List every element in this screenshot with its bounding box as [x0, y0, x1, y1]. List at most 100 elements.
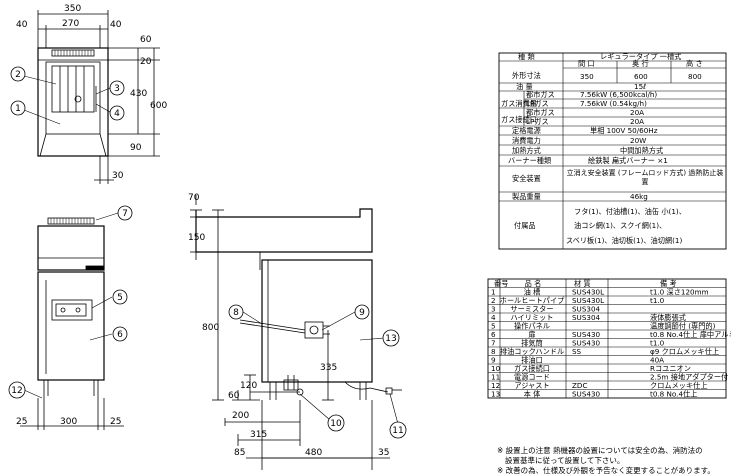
spec-gas-sub1: 都市ガス	[526, 90, 555, 99]
parts-row-12-col-3: クロムメッキ仕上	[650, 381, 708, 390]
balloon-4: 4	[109, 105, 125, 121]
spec-gas-label: ガス消費量	[501, 99, 537, 108]
svg-text:7: 7	[122, 209, 128, 219]
balloon-12: 12	[8, 381, 26, 399]
parts-row-10-col-3: Rコユニオン	[650, 364, 691, 373]
parts-row-1-col-3: t1.0 深さ120mm	[650, 288, 709, 297]
svg-text:2: 2	[15, 70, 21, 80]
top-plan-view	[37, 10, 160, 184]
parts-row-3-col-0: 3	[491, 305, 496, 314]
svg-text:5: 5	[117, 293, 123, 303]
parts-row-5-col-3: 温度調節付 (専門的)	[650, 322, 716, 331]
parts-row-9-col-3: 40A	[650, 356, 664, 365]
spec-gas-val2: 7.56kW (0.54kg/h)	[580, 99, 647, 108]
dim-side-90: 90	[130, 143, 142, 153]
parts-row-12-col-0: 12	[491, 381, 500, 390]
balloon-2: 2	[10, 66, 26, 82]
dim-h-60: 60	[228, 391, 240, 401]
svg-text:11: 11	[392, 426, 403, 436]
parts-row-12-col-1: アジャスト	[514, 381, 549, 390]
parts-row-3-col-2: SUS304	[572, 305, 601, 314]
spec-safety-value-box: 立消え安全装置 (フレームロッド方式) 過熱防止装置	[566, 169, 724, 186]
dim-top-right: 40	[110, 20, 122, 30]
spec-conn-label: ガス接続口	[501, 115, 537, 124]
spec-safety-label: 安全装置	[512, 174, 541, 183]
note-line-2: 設置基準に従って設置して下さい。	[505, 455, 624, 465]
dim-side-60: 60	[140, 35, 152, 45]
parts-row-4-col-0: 4	[491, 313, 496, 322]
spec-conn-val1: 20A	[630, 108, 644, 117]
parts-row-2-col-2: SUS430L	[572, 296, 604, 305]
spec-outer-h-h: 高 さ	[686, 59, 703, 68]
svg-text:12: 12	[11, 386, 22, 396]
dim-h-335: 335	[320, 363, 337, 373]
part-balloons: 1 2 3 4 5 6 7 8 9 10 11 12 13	[8, 66, 407, 439]
parts-row-2-col-1: ホールヒートパイプ	[500, 296, 566, 305]
dim-h-800: 800	[202, 323, 219, 333]
balloon-10: 10	[327, 414, 345, 432]
dim-w-85: 85	[234, 448, 245, 458]
parts-row-13-col-0: 13	[491, 390, 500, 399]
dim-h-120: 120	[240, 381, 257, 391]
spec-acc-line2: 油コシ網(1)、スクイ網(1)、	[574, 221, 666, 230]
parts-row-5-col-1: 操作パネル	[514, 322, 550, 331]
spec-h-label: 種 類	[518, 52, 535, 61]
balloon-5: 5	[112, 289, 128, 305]
parts-row-8-col-1: 排油コックハンドル	[500, 347, 564, 356]
balloon-7: 7	[117, 205, 133, 221]
dim-top-overall: 350	[64, 4, 81, 14]
parts-row-10-col-0: 10	[491, 364, 501, 373]
spec-oil-value: 15ℓ	[634, 82, 646, 91]
balloon-11: 11	[389, 421, 407, 439]
dim-front-25b: 25	[110, 417, 121, 427]
spec-heat-value: 中間加熱方式	[620, 146, 663, 155]
svg-text:9: 9	[359, 308, 365, 318]
dim-front-25a: 25	[16, 417, 27, 427]
parts-row-11-col-0: 11	[491, 373, 500, 382]
spec-outer-label: 外形寸法	[512, 71, 541, 80]
spec-outer-w: 350	[580, 72, 594, 81]
parts-row-9-col-1: 排油口	[521, 356, 543, 365]
dim-w-480: 480	[305, 448, 322, 458]
dim-h-70: 70	[188, 193, 200, 203]
parts-row-13-col-1: 本 体	[524, 390, 541, 399]
svg-text:13: 13	[385, 334, 396, 344]
parts-row-6-col-0: 6	[491, 330, 496, 339]
spec-outer-h: 800	[688, 72, 702, 81]
spec-conn-sub1: 都市ガス	[526, 108, 555, 117]
parts-row-7-col-0: 7	[491, 339, 496, 348]
parts-header-2: 材 質	[574, 279, 591, 288]
spec-gas-val1: 7.56kW (6,500kcal/h)	[580, 90, 657, 99]
spec-safety-value: 立消え安全装置 (フレームロッド方式) 過熱防止装置	[566, 169, 724, 186]
spec-weight-value: 46kg	[630, 192, 648, 201]
balloon-9: 9	[354, 304, 370, 320]
svg-text:1: 1	[15, 104, 21, 114]
parts-row-11-col-1: 電源コード	[514, 373, 550, 382]
spec-watt-value: 20W	[630, 136, 646, 145]
parts-header-1: 品 名	[525, 279, 542, 288]
parts-row-4-col-3: 液体膨張式	[650, 313, 686, 322]
parts-row-4-col-1: ハイリミット	[511, 313, 554, 322]
parts-row-12-col-2: ZDC	[572, 381, 587, 390]
parts-row-7-col-1: 排気筒	[521, 339, 543, 348]
spec-oil-label: 油 量	[516, 82, 533, 91]
spec-power-value: 単相 100V 50/60Hz	[590, 126, 658, 135]
spec-outer-d-h: 奥 行	[632, 59, 649, 68]
parts-row-13-col-3: t0.8 No.4仕上	[650, 390, 697, 399]
spec-power-label: 定格電源	[512, 126, 541, 135]
svg-text:6: 6	[117, 330, 123, 340]
parts-row-1-col-2: SUS430L	[572, 288, 604, 297]
parts-row-4-col-2: SUS304	[572, 313, 601, 322]
dim-bottom-30: 30	[112, 171, 124, 181]
svg-text:10: 10	[330, 419, 342, 429]
balloon-3: 3	[109, 80, 125, 96]
spec-weight-label: 製品重量	[512, 192, 541, 201]
parts-row-7-col-3: t1.0	[650, 339, 665, 348]
dim-h-150: 150	[188, 233, 205, 243]
spec-h-value: レギュラータイプ 一槽式	[600, 52, 681, 61]
dim-side-430: 430	[130, 89, 147, 99]
dim-top-mid: 270	[62, 19, 79, 29]
spec-heat-label: 加熱方式	[512, 146, 541, 155]
